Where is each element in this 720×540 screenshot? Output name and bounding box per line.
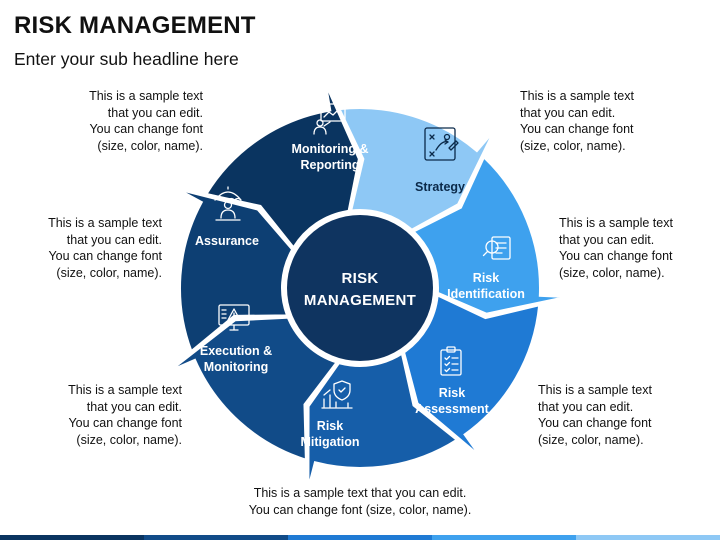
segment-risk-mitigation <box>307 352 459 488</box>
page-subtitle: Enter your sub headline here <box>14 49 239 69</box>
center-circle <box>287 215 433 361</box>
callout-top-right: This is a sample text that you can edit.… <box>520 89 634 153</box>
callout-low-right: This is a sample text that you can edit.… <box>538 383 652 447</box>
segment-risk-assessment <box>402 293 541 457</box>
callout-top-left: This is a sample text that you can edit.… <box>89 89 203 153</box>
shield-chart-icon <box>321 380 353 409</box>
bottom-bar-stripe <box>0 535 144 540</box>
magnifier-document-icon <box>482 236 511 260</box>
segment-execution-monitoring <box>170 316 339 462</box>
callout-bottom: This is a sample text that you can edit.… <box>248 486 472 517</box>
segment-label-strategy: Strategy <box>415 180 465 194</box>
page-title: RISK MANAGEMENT <box>14 12 256 39</box>
bottom-accent-bar <box>0 535 720 540</box>
segment-label-execution-monitoring: Execution &Monitoring <box>200 344 272 374</box>
bottom-bar-stripe <box>432 535 576 540</box>
segment-label-monitoring-reporting: Monitoring &Reporting <box>291 142 368 172</box>
strategy-board-icon <box>424 127 459 161</box>
clipboard-checklist-icon <box>440 346 462 376</box>
bottom-bar-stripe <box>144 535 288 540</box>
callout-mid-right: This is a sample text that you can edit.… <box>559 216 673 280</box>
callout-mid-left: This is a sample text that you can edit.… <box>48 216 162 280</box>
segment-assurance <box>178 188 296 353</box>
presentation-board-icon <box>313 103 346 135</box>
bottom-bar-stripe <box>288 535 432 540</box>
segment-risk-identification <box>411 155 567 315</box>
umbrella-person-icon <box>214 186 242 221</box>
monitor-warning-icon <box>218 304 250 331</box>
segment-label-assurance: Assurance <box>195 234 259 248</box>
callout-low-left: This is a sample text that you can edit.… <box>68 383 182 447</box>
bottom-bar-stripe <box>576 535 720 540</box>
